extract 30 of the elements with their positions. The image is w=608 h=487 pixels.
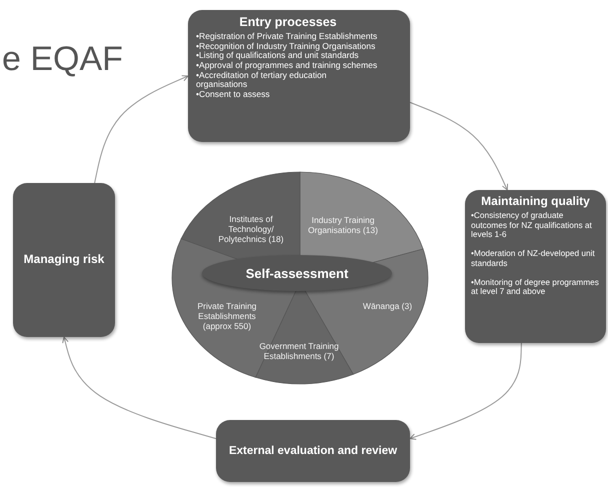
slice-label: Private Training Establishments bbox=[196, 302, 258, 322]
card-heading: Entry processes bbox=[238, 15, 338, 29]
bullet-text: •Moderation of NZ-developed unit standards bbox=[471, 249, 596, 268]
bullet-text: •Consent to assess bbox=[196, 90, 271, 100]
slice-label: Institutes of Technology/ Polytechnics (18) bbox=[217, 215, 285, 245]
bullet-text: •Accreditation of tertiary education organisations bbox=[196, 70, 327, 90]
bullet-text: •Recognition of Industry Training Organisations bbox=[196, 42, 376, 52]
pie-chart-drawing bbox=[172, 172, 428, 384]
process-card bbox=[188, 10, 410, 142]
arrow bbox=[410, 342, 522, 440]
bullet-text: •Monitoring of degree programmes at level 7 and above bbox=[471, 278, 600, 296]
process-card bbox=[13, 183, 115, 337]
slice-label: (approx 550) bbox=[202, 322, 252, 332]
slice-label: Government Training Establishments (7) bbox=[258, 342, 340, 362]
bullet-text: •Registration of Private Training Establishments bbox=[196, 32, 378, 42]
slice-label: Wānanga (3) bbox=[362, 302, 414, 312]
bullet-text: •Listing of qualifications and unit standards bbox=[196, 51, 359, 61]
card-heading: External evaluation and review bbox=[228, 444, 398, 458]
arrow bbox=[94, 75, 188, 184]
card-heading: Maintaining quality bbox=[480, 195, 591, 208]
ellipse-label: Self-assessment bbox=[246, 266, 348, 280]
title-text: e EQAF bbox=[2, 40, 123, 79]
process-card bbox=[216, 420, 410, 482]
bullet-text: •Consistency of graduate outcomes for NZ qualifications at levels 1-6 bbox=[471, 211, 593, 240]
arrow bbox=[62, 336, 216, 440]
process-card bbox=[465, 190, 606, 343]
arrow bbox=[410, 102, 508, 190]
card-heading: Managing risk bbox=[24, 253, 104, 267]
slice-label: Industry Training Organisations (13) bbox=[307, 216, 379, 236]
bullet-text: •Approval of programmes and training schemes bbox=[196, 60, 378, 70]
